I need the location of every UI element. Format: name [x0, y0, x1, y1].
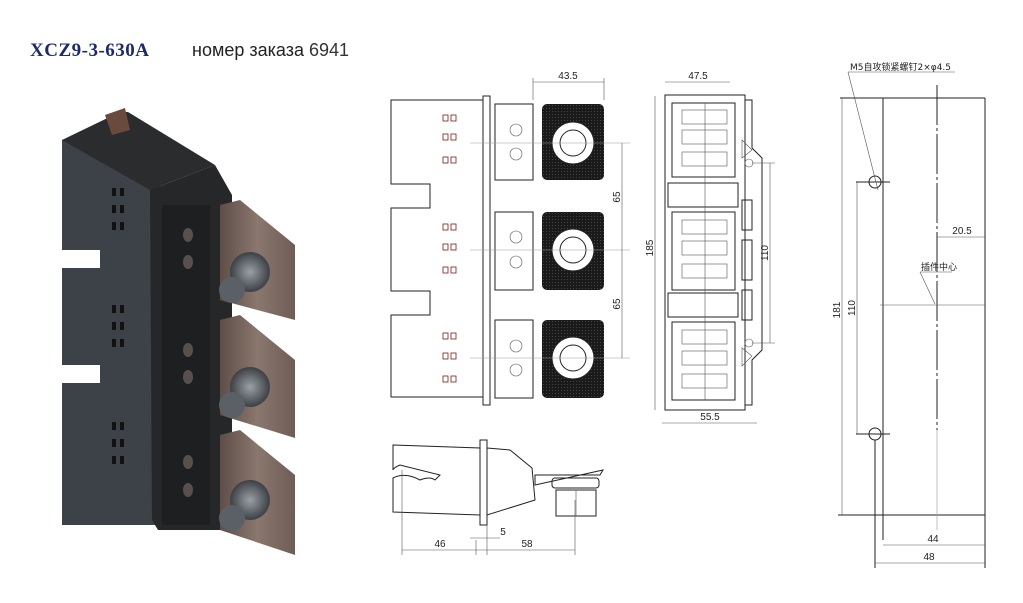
product-render [62, 108, 295, 555]
front-view-drawing: 43.5 65 65 [390, 71, 630, 406]
order-number: номер заказа 6941 [192, 40, 349, 61]
dim-offset: 20.5 [952, 226, 972, 237]
dim-left: 46 [434, 539, 446, 550]
terminal-blocks [542, 104, 604, 398]
dim-height: 185 [645, 239, 656, 256]
dim-hole-pitch: 110 [847, 300, 858, 316]
dim-pitch-2: 65 [612, 298, 623, 310]
model-title: XCZ9-3-630A [30, 40, 150, 61]
dim-hole-pitch: 110 [760, 245, 771, 261]
dim-inner-width: 44 [927, 534, 939, 545]
side-view-drawing: 47.5 55.5 185 110 [645, 71, 775, 424]
mounting-view-drawing: M5自攻锁紧螺钉2×φ4.5 插件中心 181 110 20.5 44 48 [832, 61, 986, 568]
terminal-bolts [219, 252, 270, 531]
order-label: номер заказа [192, 40, 304, 60]
dim-outer-width: 48 [923, 552, 935, 563]
dim-pitch-1: 65 [612, 191, 623, 203]
order-number-value: 6941 [308, 40, 350, 60]
screw-note: M5自攻锁紧螺钉2×φ4.5 [850, 61, 951, 73]
bottom-view-drawing: 46 5 58 [392, 439, 605, 555]
dim-bottom-width: 55.5 [700, 412, 720, 423]
dim-gap: 5 [500, 527, 506, 538]
dim-right: 58 [521, 539, 533, 550]
dim-width: 43.5 [558, 71, 578, 82]
center-note: 插件中心 [921, 261, 957, 273]
dim-top-width: 47.5 [688, 71, 708, 82]
dim-height: 181 [832, 301, 843, 318]
